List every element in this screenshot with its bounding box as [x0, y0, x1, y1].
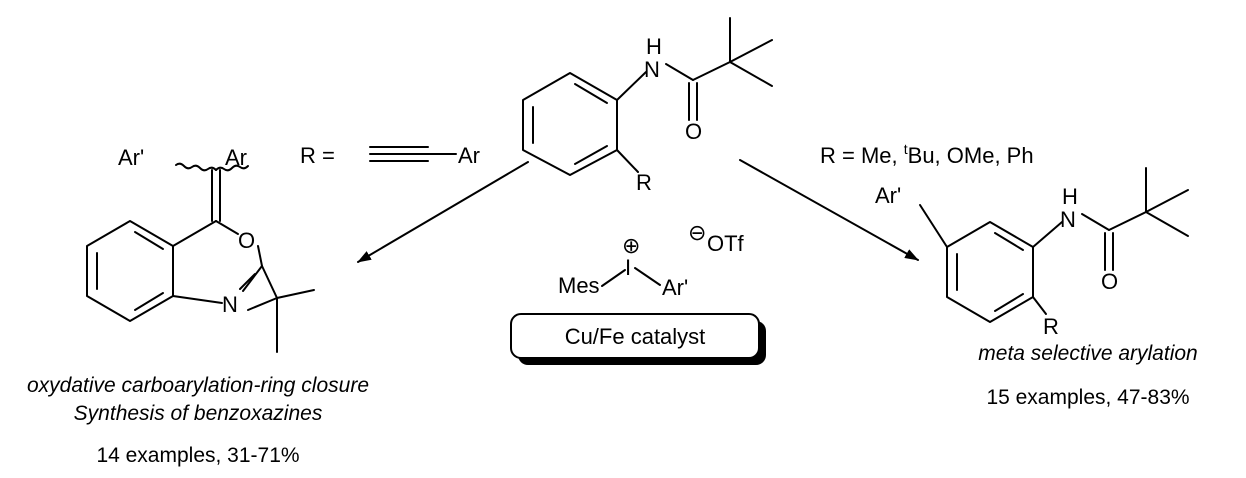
left-product-molecule: Ar' Ar O N — [86, 145, 315, 353]
reagent-iodine-label: I — [625, 255, 631, 280]
right-product-molecule: Ar' H N O R — [875, 167, 1189, 339]
substrate-molecule: H N O R — [522, 17, 773, 195]
substrate-atom-r: R — [636, 170, 652, 195]
right-examples-yield: 15 examples, 47-83% — [986, 386, 1189, 409]
left-r-equals-label: R = — [300, 143, 335, 168]
right-r-condition-label: R = Me, tBu, OMe, Ph — [820, 141, 1034, 168]
right-product-atom-r: R — [1043, 314, 1059, 339]
left-alkyne-ar-label: Ar — [458, 143, 480, 168]
benzoxazine-atom-n: N — [222, 292, 238, 317]
right-product-atom-o: O — [1101, 269, 1118, 294]
benzoxazine-benzene-ring — [86, 220, 174, 322]
left-caption-line1: oxydative carboarylation-ring closure — [27, 374, 369, 397]
substrate-atom-o: O — [685, 119, 702, 144]
reagent-mes-label: Mes — [558, 273, 600, 298]
left-examples-yield: 14 examples, 31-71% — [96, 444, 299, 467]
triflate-otf-label: OTf — [707, 231, 745, 256]
substrate-atom-h: H — [646, 34, 662, 59]
iodonium-plus-charge: ⊕ — [622, 233, 640, 258]
reagent-ar-prime-label: Ar' — [662, 275, 688, 300]
right-product-atom-n: N — [1060, 207, 1076, 232]
triflate-minus-charge: ⊖ — [688, 220, 706, 245]
substrate-benzene-ring — [522, 72, 618, 176]
left-product-ar-prime-label: Ar' — [118, 145, 144, 170]
catalyst-box: Cu/Fe catalyst — [510, 313, 766, 365]
iodonium-reagent: Mes I Ar' ⊕ ⊖ OTf — [558, 220, 745, 300]
benzoxazine-atom-o: O — [238, 228, 255, 253]
wavy-bond-left — [175, 162, 217, 172]
catalyst-label: Cu/Fe catalyst — [565, 324, 706, 349]
right-product-ar-prime-label: Ar' — [875, 183, 901, 208]
right-caption: meta selective arylation — [978, 342, 1197, 365]
left-product-ar-label: Ar — [225, 145, 247, 170]
left-condition: R = Ar — [300, 143, 480, 168]
left-reaction-arrow — [357, 161, 529, 263]
substrate-atom-n: N — [644, 57, 660, 82]
right-product-atom-h: H — [1062, 184, 1078, 209]
left-caption-line2: Synthesis of benzoxazines — [74, 402, 323, 425]
wavy-bond-right — [215, 164, 249, 172]
right-product-benzene-ring — [946, 221, 1034, 323]
right-reaction-arrow — [739, 159, 919, 261]
